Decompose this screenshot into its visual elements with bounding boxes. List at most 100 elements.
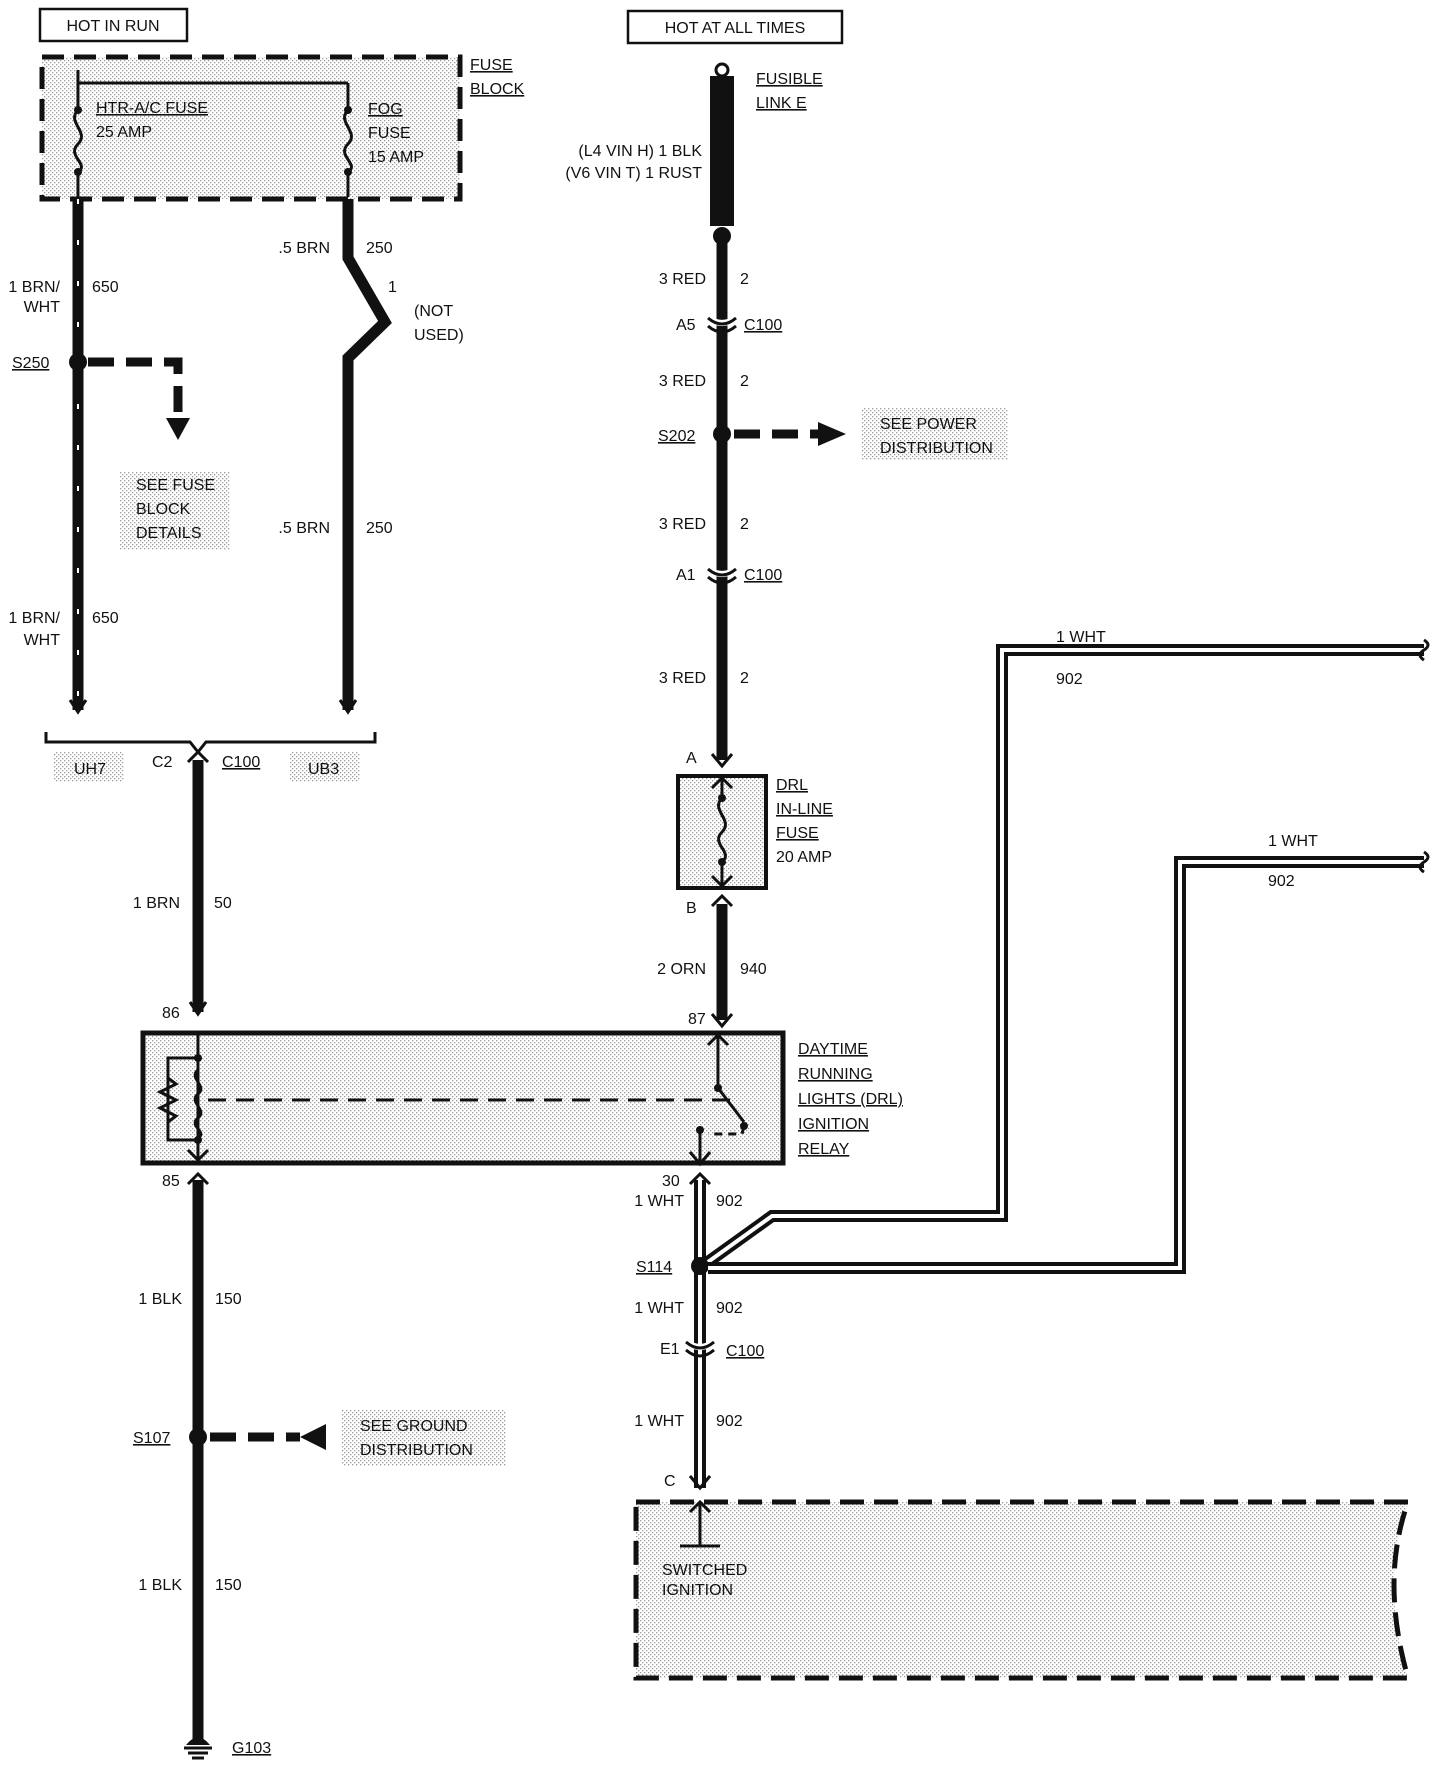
pin-a5-label: A5: [676, 317, 696, 334]
see-fuse-arrow-icon: [88, 357, 190, 440]
wire-250-circuit-a: 250: [366, 240, 393, 257]
wire-902-branch-1: [704, 638, 1430, 1267]
htr-ac-fuse-rating: 25 AMP: [96, 124, 152, 141]
htr-ac-fuse-label: HTR-A/C FUSE: [96, 100, 208, 117]
relay-label-2: RUNNING: [798, 1066, 873, 1083]
wire-940-circuit: 940: [740, 961, 767, 978]
wire-940-color: 2 ORN: [657, 961, 706, 978]
connector-c100-c-label: C100: [726, 1343, 764, 1360]
relay-label-3: LIGHTS (DRL): [798, 1091, 903, 1108]
pin-a-label: A: [686, 750, 697, 767]
branch-1-color: 1 WHT: [1056, 629, 1106, 646]
not-used-line2: USED): [414, 327, 464, 344]
svg-text:HOT AT ALL TIMES: HOT AT ALL TIMES: [665, 20, 806, 37]
wire-2-color-a: 3 RED: [659, 271, 706, 288]
see-power-arrow-icon: [734, 422, 846, 446]
wire-902-color-c: 1 WHT: [634, 1413, 684, 1430]
pin-e1-label: E1: [660, 1341, 680, 1358]
see-ground-arrow-icon: [210, 1424, 326, 1450]
wire-650-color-b2: WHT: [24, 632, 61, 649]
fusible-link-icon: [710, 62, 734, 245]
wire-902-circuit-b: 902: [716, 1300, 743, 1317]
wire-50-color: 1 BRN: [133, 895, 180, 912]
pin-87-label: 87: [688, 1011, 706, 1028]
ground-icon: [184, 1737, 212, 1760]
see-fuse-line2: BLOCK: [136, 501, 191, 518]
drl-fuse-label-2: IN-LINE: [776, 801, 833, 818]
pin-86-label: 86: [162, 1005, 180, 1022]
pin-85-label: 85: [162, 1173, 180, 1190]
wire-150-circuit-b: 150: [215, 1577, 242, 1594]
switched-ignition-line2: IGNITION: [662, 1582, 733, 1599]
relay-label-4: IGNITION: [798, 1116, 869, 1133]
wire-902-circuit-a: 902: [716, 1193, 743, 1210]
branch-2-circuit: 902: [1268, 873, 1295, 890]
fog-fuse-label: FOG: [368, 101, 403, 118]
drl-fuse-label-3: FUSE: [776, 825, 819, 842]
htr-ac-fuse-icon: [73, 108, 83, 197]
splice-s114: [691, 1257, 709, 1275]
svg-text:HOT IN RUN: HOT IN RUN: [66, 18, 159, 35]
connector-c100-left: [44, 732, 377, 782]
relay-label-5: RELAY: [798, 1141, 850, 1158]
wire-50-circuit: 50: [214, 895, 232, 912]
wire-2-color-c: 3 RED: [659, 516, 706, 533]
splice-s114-label: S114: [636, 1259, 672, 1276]
drl-fuse-label-1: DRL: [776, 777, 808, 794]
fuse-block: FUSE BLOCK: [39, 54, 525, 202]
wire-650-circuit-b: 650: [92, 610, 119, 627]
wire-150-color-a: 1 BLK: [138, 1291, 182, 1308]
fusible-link-wire-1: (L4 VIN H) 1 BLK: [578, 143, 702, 160]
not-used-line1: (NOT: [414, 303, 453, 320]
relay-label-1: DAYTIME: [798, 1041, 868, 1058]
wire-150-color-b: 1 BLK: [138, 1577, 182, 1594]
splice-s202: [713, 425, 731, 443]
wire-250: [338, 199, 392, 715]
ub3-label: UB3: [308, 761, 339, 778]
see-power-line2: DISTRIBUTION: [880, 440, 993, 457]
see-ground-note-bg: [342, 1410, 506, 1466]
fusible-link-label-1: FUSIBLE: [756, 71, 823, 88]
wire-902-circuit-c: 902: [716, 1413, 743, 1430]
fog-fuse-label-2: FUSE: [368, 125, 411, 142]
wire-2-circuit-d: 2: [740, 670, 749, 687]
wire-150-circuit-a: 150: [215, 1291, 242, 1308]
drl-ignition-relay: [140, 1030, 786, 1167]
wire-2-circuit-c: 2: [740, 516, 749, 533]
connector-c100-b-label: C100: [744, 567, 782, 584]
hot-at-all-times-header: HOT AT ALL TIMES: [626, 9, 844, 45]
wire-940: [710, 893, 734, 1029]
fog-fuse-icon: [343, 108, 353, 197]
fusible-link-label-2: LINK E: [756, 95, 807, 112]
pin-c-label: C: [664, 1473, 676, 1490]
connector-c100-a-label: C100: [744, 317, 782, 334]
wire-2-color-d: 3 RED: [659, 670, 706, 687]
wire-2-color-b: 3 RED: [659, 373, 706, 390]
drl-fuse-rating: 20 AMP: [776, 849, 832, 866]
wire-650-circuit-a: 650: [92, 279, 119, 296]
ground-g103-label: G103: [232, 1740, 271, 1757]
wire-150: [186, 1171, 210, 1740]
pin-1-label: 1: [388, 279, 397, 296]
fusible-link-wire-2: (V6 VIN T) 1 RUST: [565, 165, 702, 182]
c100-left-label: C100: [222, 754, 260, 771]
splice-s107-label: S107: [133, 1430, 170, 1447]
wire-650-color-a2: WHT: [24, 299, 61, 316]
see-fuse-line1: SEE FUSE: [136, 477, 215, 494]
branch-1-circuit: 902: [1056, 671, 1083, 688]
branch-2-color: 1 WHT: [1268, 833, 1318, 850]
drl-inline-fuse-icon: [676, 774, 768, 890]
wire-902-branch-2: [708, 850, 1430, 1274]
svg-text:BLOCK: BLOCK: [470, 81, 525, 98]
splice-s250-label: S250: [12, 355, 49, 372]
pin-30-label: 30: [662, 1173, 680, 1190]
wire-902-color-a: 1 WHT: [634, 1193, 684, 1210]
wire-50: [186, 749, 210, 1017]
fog-fuse-rating: 15 AMP: [368, 149, 424, 166]
splice-s107: [189, 1428, 207, 1446]
wire-250-circuit-b: 250: [366, 520, 393, 537]
wire-2-circuit-a: 2: [740, 271, 749, 288]
wire-902-color-b: 1 WHT: [634, 1300, 684, 1317]
see-power-line1: SEE POWER: [880, 416, 977, 433]
